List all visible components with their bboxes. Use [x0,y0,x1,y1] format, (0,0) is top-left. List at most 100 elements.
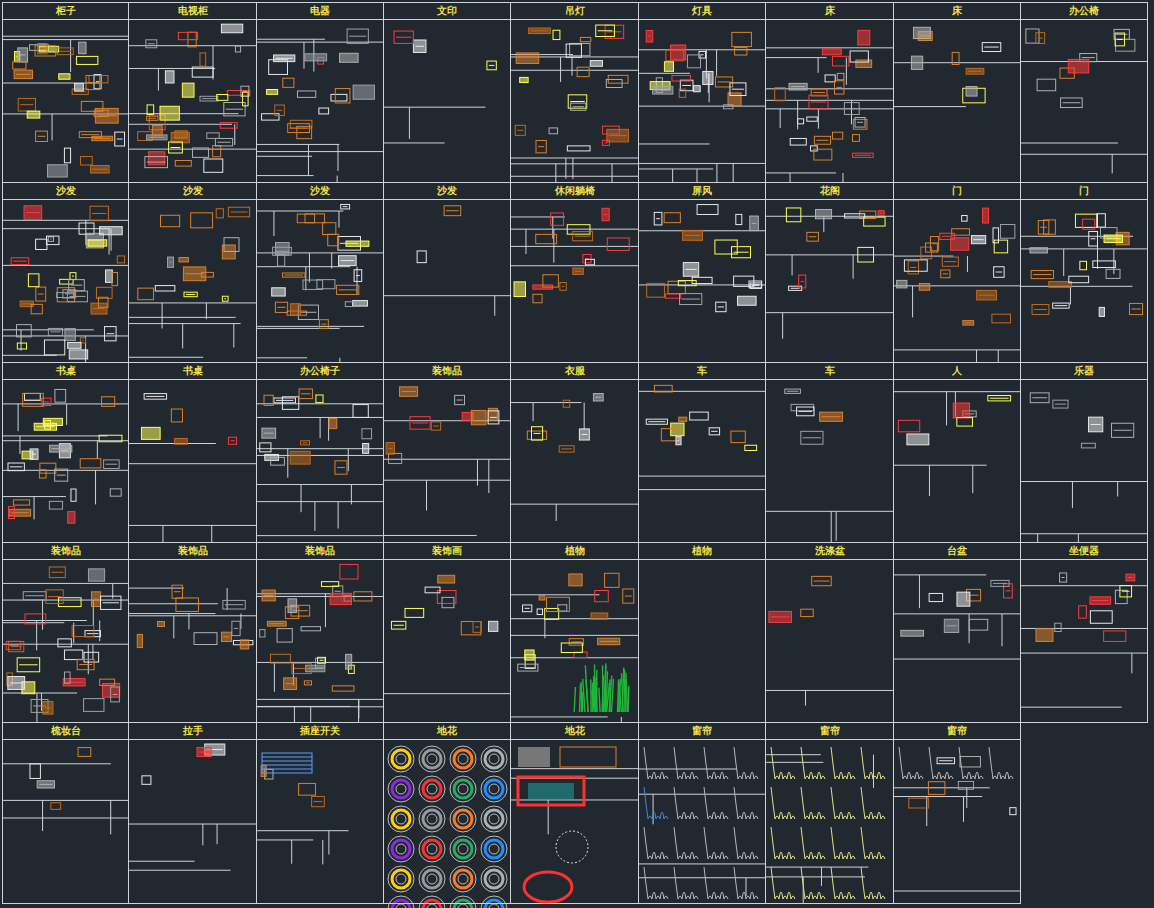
library-cell: 休闲躺椅 [510,182,639,363]
furniture-symbol [353,405,368,418]
library-cell: 装饰画 [383,542,511,723]
plant-symbol [593,679,594,712]
floor-medallion [489,874,499,884]
block-drawing [2,206,128,362]
library-cell: 屏风 [638,182,766,363]
plant-symbol [595,678,597,712]
furniture-symbol [461,622,481,635]
symbol-detail [87,633,98,634]
block-drawing [765,747,885,903]
symbol-detail [946,625,956,626]
grid-line [211,525,212,542]
furniture-symbol [169,142,183,153]
furniture-symbol [272,288,286,296]
symbol-detail [1131,309,1140,310]
grid-line [853,255,854,279]
curtain-symbol [674,787,698,819]
symbol-detail [81,134,99,135]
grid-line [358,699,359,718]
furniture-symbol [607,238,629,250]
furniture-symbol [84,699,104,712]
library-cell: 地花 [510,722,639,904]
category-title: 拉手 [129,723,256,740]
furniture-symbol [536,140,546,152]
grid-line [556,504,557,521]
furniture-symbol [671,45,686,60]
floor-medallion [392,900,410,908]
grid-line [533,403,534,422]
furniture-symbol [529,28,551,34]
symbol-detail [96,81,99,82]
grid-line [358,699,359,722]
furniture-symbol [260,443,271,452]
grid-line [128,302,256,303]
furniture-symbol [178,32,197,39]
furniture-symbol [815,209,831,218]
symbol-detail [752,285,759,286]
curtain-symbol [704,827,728,859]
grid-line [510,635,638,636]
plant-symbol [574,687,575,712]
furniture-symbol [50,445,72,452]
furniture-symbol [49,567,65,578]
symbol-detail [25,399,42,400]
symbol-detail [320,660,324,661]
furniture-symbol [275,243,289,256]
furniture-symbol [172,585,182,598]
plant-symbol [607,683,610,712]
furniture-symbol [785,389,801,393]
grid-line [42,800,43,831]
block-drawing [1020,393,1147,542]
floor-medallion [388,866,414,892]
floor-medallion [392,750,410,768]
furniture-symbol [750,216,759,231]
block-drawing [2,567,128,722]
furniture-symbol [941,270,950,278]
symbol-detail [349,36,366,37]
floor-medallion [458,814,468,824]
symbol-detail [685,235,701,236]
furniture-symbol [290,120,312,128]
furniture-symbol [149,152,165,165]
symbol-detail [799,411,812,412]
symbol-detail [303,442,308,443]
furniture-symbol [332,686,354,691]
grid-line [2,800,128,801]
category-title: 文印 [384,3,510,20]
floor-medallion [392,840,410,858]
library-cell: 花阁 [765,182,894,363]
furniture-symbol [68,512,75,524]
symbol-detail [57,475,66,476]
category-title: 台盆 [894,543,1020,560]
category-title: 地花 [511,723,638,740]
grid-line [383,693,510,694]
furniture-symbol [264,395,273,405]
block-drawing [893,208,1020,362]
furniture-symbol [1036,629,1053,642]
floor-medallion [388,836,414,862]
symbol-detail [816,140,828,141]
furniture-symbol [1037,79,1056,91]
floor-pattern [556,831,588,863]
furniture-symbol [64,672,70,683]
curtain-symbol [734,867,758,899]
furniture-symbol [1060,573,1067,582]
furniture-symbol [65,329,76,341]
furniture-symbol [221,632,231,641]
furniture-symbol [953,403,969,418]
furniture-symbol [335,89,350,103]
symbol-detail [230,440,234,441]
curtain-symbol [861,787,885,819]
furniture-symbol [284,678,297,690]
grid-line [967,256,968,272]
grid-line [792,255,793,275]
floor-medallion [481,896,507,908]
furniture-symbol [354,270,362,282]
furniture-symbol [809,95,828,109]
grid-line [966,788,967,808]
furniture-symbol [144,394,166,400]
furniture-symbol [17,658,40,672]
category-title: 休闲躺椅 [511,183,638,200]
furniture-symbol [573,268,583,274]
grid-line [510,176,638,177]
